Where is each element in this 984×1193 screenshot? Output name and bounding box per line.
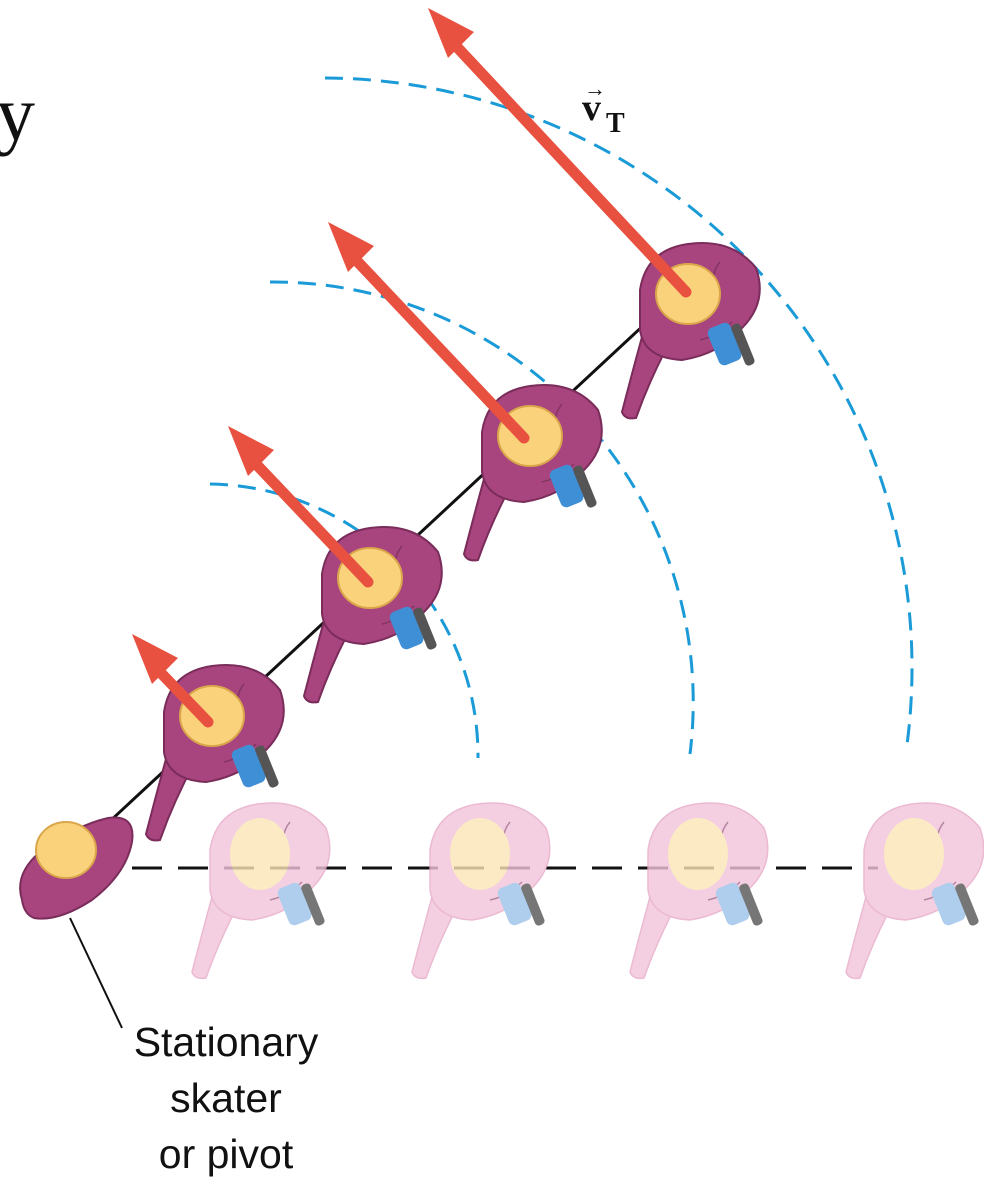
pivot-leader-line — [69, 917, 123, 1029]
velocity-arrow-icon — [428, 8, 692, 298]
faded-skater-row — [191, 802, 984, 980]
velocity-label-subscript: T — [606, 108, 625, 139]
circular-path-outer — [324, 76, 914, 753]
pivot-caption-line-1: Stationary — [134, 1019, 319, 1065]
rotating-skater-chain — [145, 242, 761, 842]
velocity-arrows — [132, 8, 692, 728]
velocity-arrow-icon — [328, 222, 530, 444]
velocity-label-arrow: → — [584, 76, 606, 101]
pivot-skater-head — [35, 821, 97, 879]
skater-figure-icon — [303, 526, 443, 704]
faded-skater — [411, 802, 551, 980]
skater-figure-icon — [463, 384, 603, 562]
faded-skater — [845, 802, 984, 980]
faded-skater — [629, 802, 769, 980]
faded-skater — [191, 802, 331, 980]
pivot-skater — [19, 816, 134, 920]
velocity-arrow-icon — [228, 426, 374, 588]
skater-figure-icon — [145, 664, 285, 842]
pivot-caption-line-3: or pivot — [159, 1131, 294, 1177]
velocity-label-symbol: v — [582, 87, 601, 129]
pivot-caption-line-2: skater — [170, 1075, 282, 1121]
corner-letter: y — [0, 70, 35, 157]
skater-figure-icon — [621, 242, 761, 420]
velocity-label: → v T — [582, 76, 625, 139]
velocity-arrow-icon — [132, 634, 214, 728]
pivot-caption: Stationary skater or pivot — [134, 1019, 319, 1177]
